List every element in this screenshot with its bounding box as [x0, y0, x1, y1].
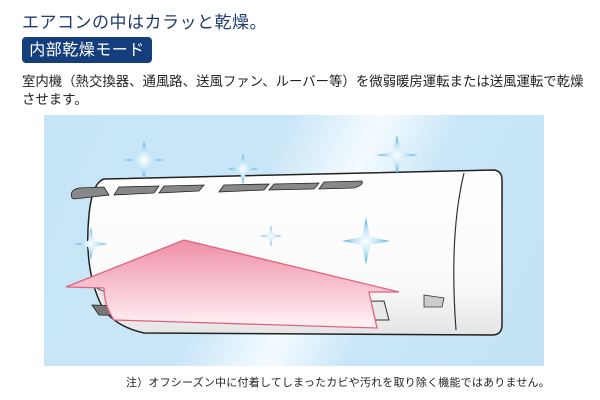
air-conditioner-illustration: [44, 115, 544, 366]
page-heading: エアコンの中はカラッと乾燥。: [22, 13, 267, 33]
sparkle-icons: [75, 135, 418, 265]
warm-airflow-arrow: [65, 239, 400, 329]
footnote: 注）オフシーズン中に付着してしまったカビや汚れを取り除く機能ではありません。: [126, 376, 550, 389]
mode-badge: 内部乾燥モード: [22, 37, 152, 63]
description-text: 室内機（熱交換器、通風路、送風ファン、ルーバー等）を微弱暖房運転または送風運転で…: [22, 75, 584, 108]
